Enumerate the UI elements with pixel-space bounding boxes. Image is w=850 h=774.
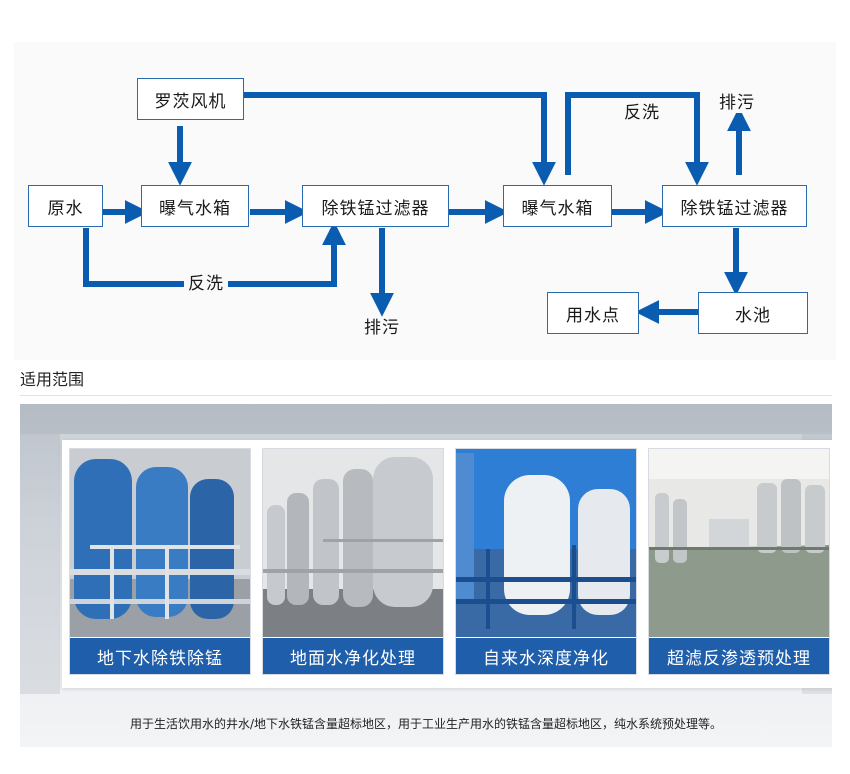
- card-tap-water: 自来水深度净化: [455, 448, 637, 675]
- photo-outdoor-tanks: [456, 449, 636, 637]
- card-caption: 自来水深度净化: [456, 638, 636, 674]
- banner-backdrop-left: [20, 434, 60, 694]
- card-uf-ro-pretreatment: 超滤反渗透预处理: [648, 448, 830, 675]
- card-caption: 超滤反渗透预处理: [649, 638, 829, 674]
- node-iron-mn-filter-2: 除铁锰过滤器: [662, 185, 807, 227]
- node-raw-water: 原水: [28, 185, 103, 227]
- label-drain-1: 排污: [364, 318, 400, 338]
- label-backwash-1: 反洗: [184, 274, 228, 294]
- node-aeration-tank-2: 曝气水箱: [503, 185, 612, 227]
- banner-backdrop-top: [20, 404, 832, 434]
- node-aeration-tank-1: 曝气水箱: [141, 185, 249, 227]
- process-flow-diagram: 罗茨风机 原水 曝气水箱 除铁锰过滤器 曝气水箱 除铁锰过滤器 水池 用水点 反…: [14, 42, 836, 360]
- node-iron-mn-filter-1: 除铁锰过滤器: [302, 185, 449, 227]
- label-drain-2: 排污: [719, 93, 755, 113]
- photo-blue-tanks: [70, 449, 250, 637]
- section-divider: [20, 395, 832, 396]
- application-note: 用于生活饮用水的井水/地下水铁锰含量超标地区，用于工业生产用水的铁锰含量超标地区…: [129, 717, 723, 731]
- application-banner: 地下水除铁除锰 地面水净化处理: [20, 404, 832, 747]
- card-surface-water: 地面水净化处理: [262, 448, 444, 675]
- node-point-of-use: 用水点: [547, 292, 639, 334]
- section-title: 适用范围: [20, 370, 85, 389]
- arrow-blower-to-aeration2: [244, 92, 556, 186]
- card-caption: 地面水净化处理: [263, 638, 443, 674]
- label-backwash-2: 反洗: [624, 103, 660, 123]
- node-water-pool: 水池: [698, 292, 808, 334]
- photo-clean-room-system: [649, 449, 829, 637]
- photo-steel-tanks: [263, 449, 443, 637]
- card-groundwater: 地下水除铁除锰: [69, 448, 251, 675]
- node-roots-blower: 罗茨风机: [137, 78, 244, 120]
- arrow-backwash2: [565, 92, 709, 186]
- card-caption: 地下水除铁除锰: [70, 638, 250, 674]
